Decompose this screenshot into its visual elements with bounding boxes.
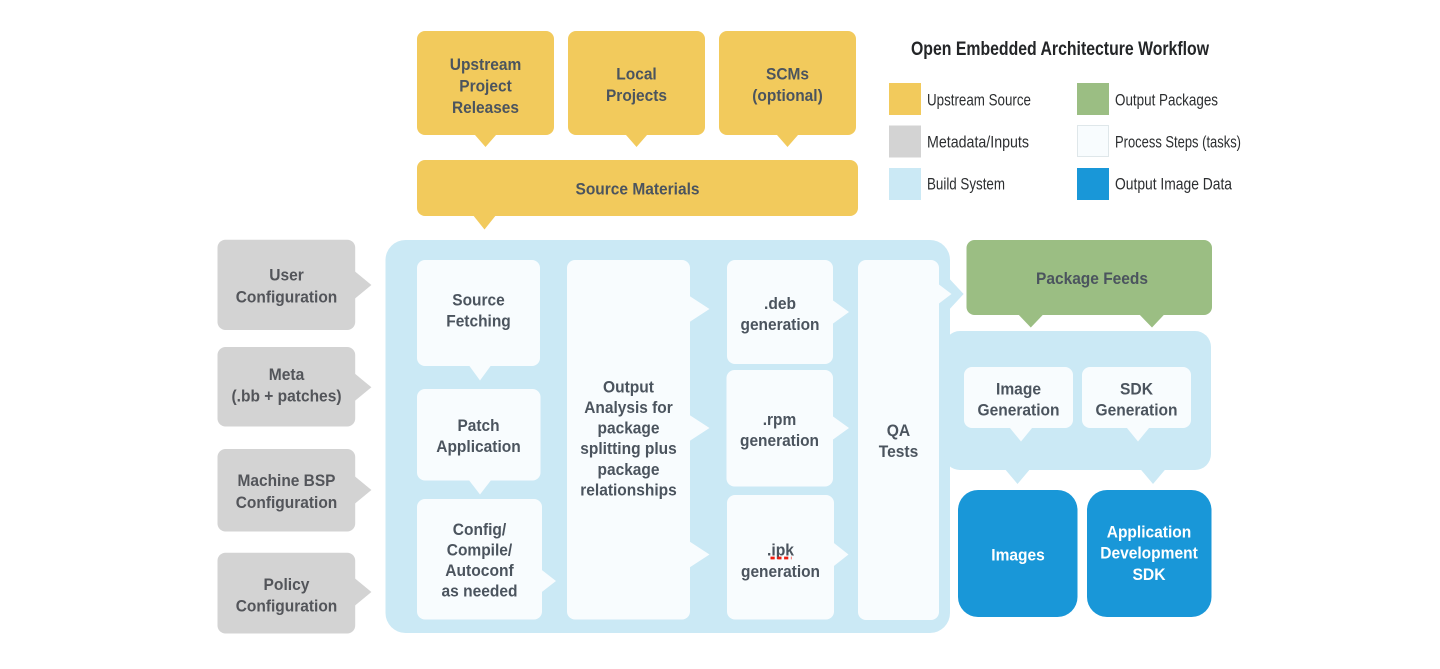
svg-text:Source Materials: Source Materials xyxy=(576,180,700,199)
svg-text:Build System: Build System xyxy=(927,176,1005,194)
svg-text:Package Feeds: Package Feeds xyxy=(1036,269,1148,288)
svg-text:Metadata/Inputs: Metadata/Inputs xyxy=(927,134,1029,152)
svg-text:Meta(.bb + patches): Meta(.bb + patches) xyxy=(232,365,342,406)
svg-text:Process Steps (tasks): Process Steps (tasks) xyxy=(1115,134,1241,152)
svg-text:Upstream Source: Upstream Source xyxy=(927,92,1031,110)
svg-text:Open Embedded Architecture Wor: Open Embedded Architecture Workflow xyxy=(911,39,1209,60)
svg-text:SCMs(optional): SCMs(optional) xyxy=(752,65,823,106)
svg-text:Output Image Data: Output Image Data xyxy=(1115,176,1233,194)
svg-text:Output Packages: Output Packages xyxy=(1115,92,1218,110)
svg-text:Images: Images xyxy=(991,546,1045,565)
